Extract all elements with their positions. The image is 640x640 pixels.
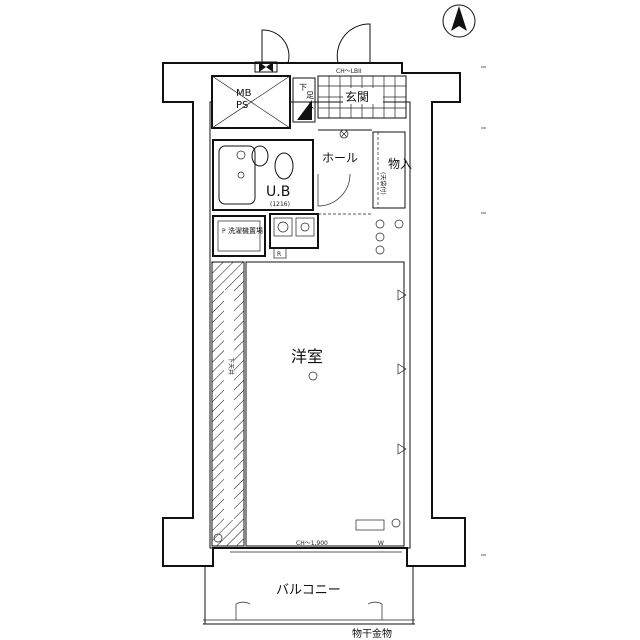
storage-label: 物入 xyxy=(388,157,412,171)
ub-label: U.B xyxy=(266,184,290,200)
mb-label: MB xyxy=(236,88,252,99)
drying-hardware-label: 物干金物 xyxy=(352,627,392,640)
hall-label: ホール xyxy=(322,151,358,165)
r-mark: R xyxy=(277,251,281,258)
washer-area: P 洗濯機置場 xyxy=(212,215,266,257)
washer-label: 洗濯機置場 xyxy=(228,226,263,235)
yoshitsu-label: 洋室 xyxy=(291,347,323,366)
lowered-ceiling-strip: 下天井 xyxy=(211,261,245,547)
window-wall: CH～1,900 W xyxy=(213,533,402,553)
washer-prefix: P xyxy=(222,228,226,235)
outlet-symbols xyxy=(375,219,404,255)
balcony: バルコニー 物干金物 xyxy=(203,566,415,640)
balcony-label: バルコニー xyxy=(276,583,341,598)
ch-label: CH～1,900 xyxy=(296,540,328,547)
north-arrow-icon xyxy=(442,4,476,38)
storage-closet: 物入 (天袋付) xyxy=(372,131,412,209)
svg-text:下: 下 xyxy=(299,83,307,92)
entrance-door-swings xyxy=(261,23,371,64)
unit-bath: U.B (1216) xyxy=(212,139,314,211)
genkan-label: 玄関 xyxy=(345,89,369,104)
western-room: 洋室 xyxy=(245,261,407,547)
outer-walls xyxy=(162,62,466,567)
lowered-ceiling-label: 下天井 xyxy=(227,357,235,375)
storage-note: (天袋付) xyxy=(379,172,387,195)
genkan-ch-label: CH～LBII xyxy=(336,68,362,75)
hall-area: ホール xyxy=(317,129,372,207)
mb-ps-room: MB PS xyxy=(211,61,291,129)
dimension-ticks xyxy=(481,66,486,556)
ub-size-label: (1216) xyxy=(270,201,290,208)
ps-label: PS xyxy=(236,100,248,111)
svg-text:入: 入 xyxy=(306,101,314,110)
genkan-area: 玄関 CH～LBII xyxy=(317,68,407,119)
kitchen-counter: R xyxy=(269,213,372,259)
w-mark: W xyxy=(378,540,384,547)
shoe-box: 下 足 入 xyxy=(292,77,316,123)
svg-text:足: 足 xyxy=(306,91,314,100)
